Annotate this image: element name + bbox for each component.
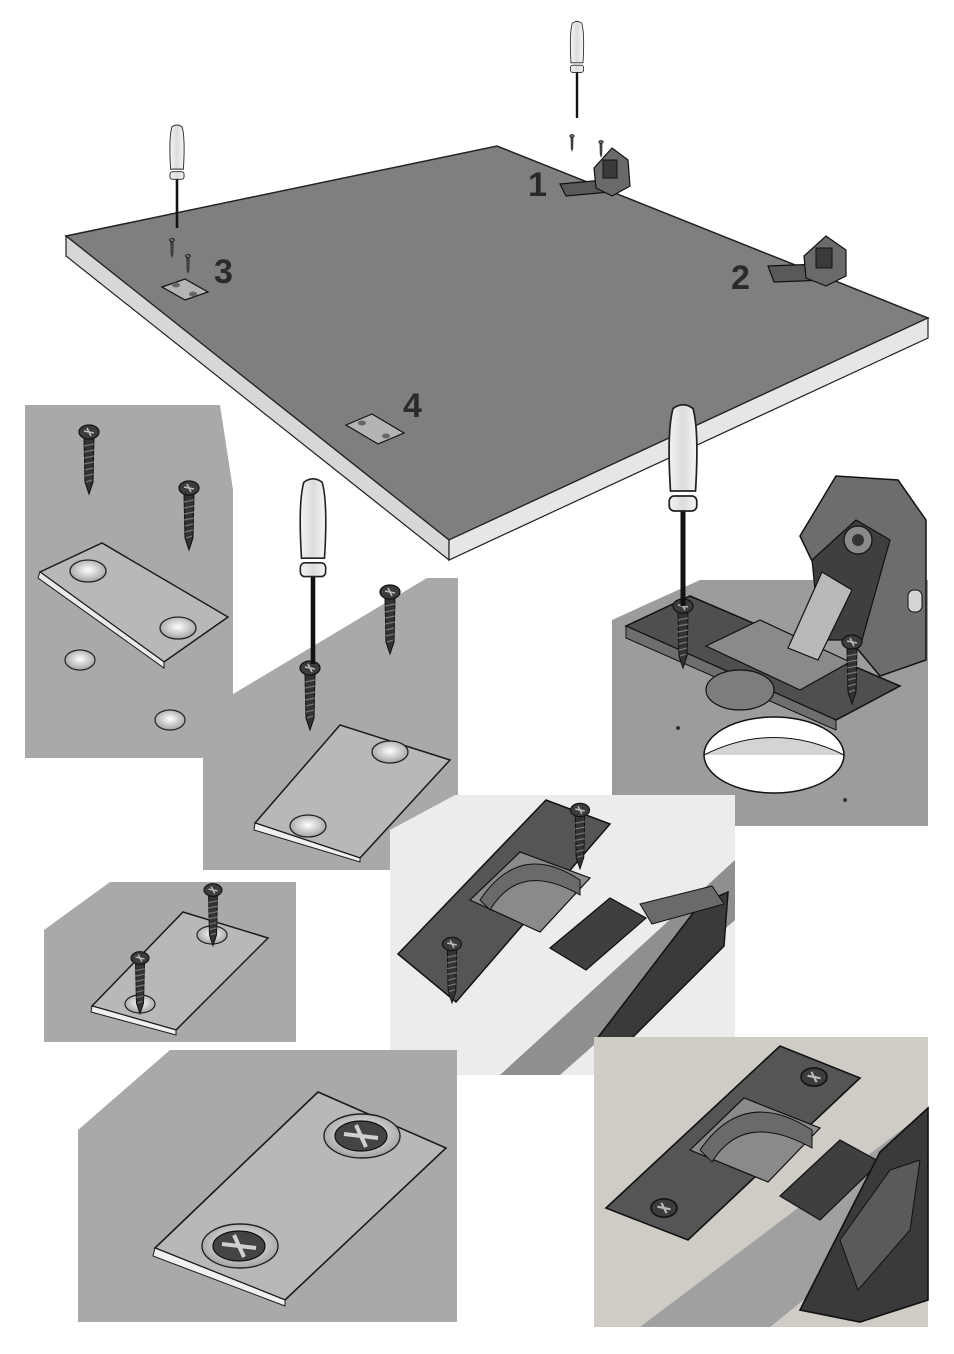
hinge-icon xyxy=(560,148,630,196)
screwdriver-icon xyxy=(300,479,326,664)
screw-icon xyxy=(570,134,575,151)
screw-icon xyxy=(651,1199,677,1217)
step-label-2: 2 xyxy=(731,261,750,295)
detail-plate-screws-installed xyxy=(44,882,296,1042)
step-label-1: 1 xyxy=(528,168,547,202)
detail-hinge-closeup xyxy=(594,1037,928,1327)
detail-hinge-installed xyxy=(390,795,735,1075)
screwdriver-icon xyxy=(570,21,583,118)
detail-hinge-screwing xyxy=(612,405,928,826)
step-label-3: 3 xyxy=(214,255,233,289)
screwdriver-icon xyxy=(669,405,697,606)
screw-icon xyxy=(599,140,604,157)
detail-plate-exploded xyxy=(25,405,233,758)
screw-icon xyxy=(801,1068,827,1086)
detail-plate-closeup xyxy=(78,1050,457,1322)
step-label-4: 4 xyxy=(403,389,422,423)
